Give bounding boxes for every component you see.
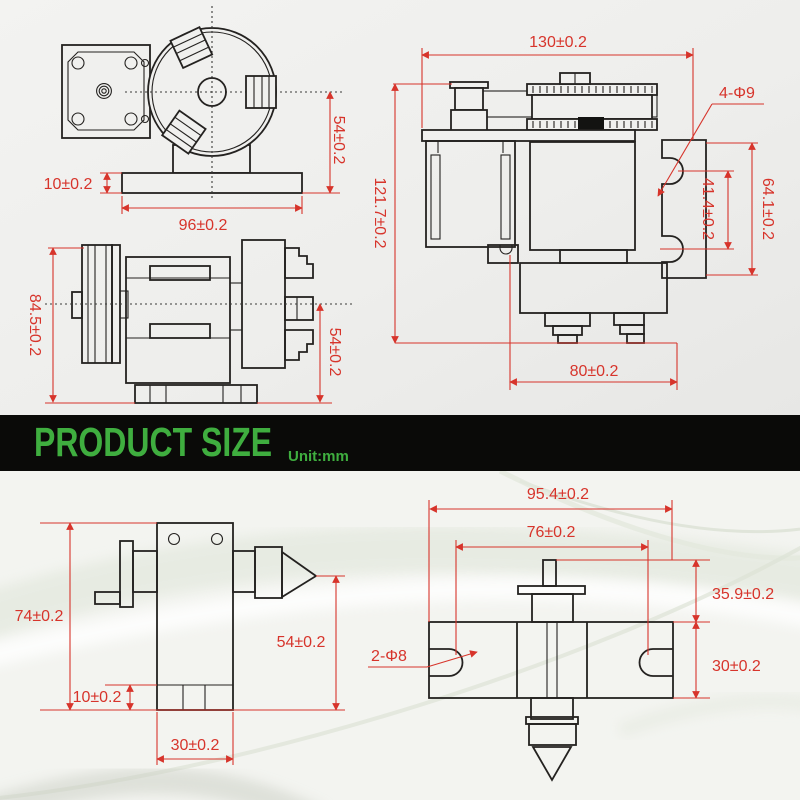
dim-top-mount-holes: 4-Φ9 [719,85,755,102]
dim-side-center-height: 54±0.2 [326,328,343,377]
dim-front-base-width: 96±0.2 [179,217,228,234]
dim-top-flange-height: 64.1±0.2 [759,178,776,240]
banner-title: PRODUCT SIZE [34,419,273,465]
dim-tailstock-base-thickness: 10±0.2 [73,689,122,706]
rotary-axis-drawings: 54±0.2 10±0.2 96±0.2 [0,0,800,416]
dim-tailstock-top-mount-holes: 2-Φ8 [371,648,407,665]
banner-unit-label: Unit:mm [288,448,349,465]
dim-top-body-width: 80±0.2 [570,363,619,380]
top-view-drawing: 130±0.2 121.7±0.2 4-Φ9 41.4±0.2 64.1±0.2… [371,34,776,390]
dim-tailstock-overall-height: 74±0.2 [15,608,64,625]
tailstock-drawings: 74±0.2 10±0.2 54±0.2 30±0.2 [0,471,800,800]
tailstock-top-view-drawing: 95.4±0.2 76±0.2 35.9±0.2 30±0.2 2-Φ8 [368,486,774,782]
dim-top-slot-spacing: 41.4±0.2 [699,178,716,240]
dim-front-base-thickness: 10±0.2 [44,176,93,193]
side-view-drawing: 84.5±0.2 54±0.2 [26,239,355,404]
dim-front-center-height: 54±0.2 [330,116,347,165]
dim-tailstock-top-overall-width: 95.4±0.2 [527,486,589,503]
dim-tailstock-top-upper-depth: 35.9±0.2 [712,586,774,603]
dim-top-overall-height: 121.7±0.2 [371,177,388,248]
dim-tailstock-top-base-depth: 30±0.2 [712,658,761,675]
dim-tailstock-center-height: 54±0.2 [277,634,326,651]
dim-side-overall-height: 84.5±0.2 [26,294,43,356]
section-banner: PRODUCT SIZE Unit:mm [0,415,800,471]
dim-tailstock-top-slot-spacing: 76±0.2 [527,524,576,541]
tailstock-side-view-drawing: 74±0.2 10±0.2 54±0.2 30±0.2 [15,522,345,765]
front-view-drawing: 54±0.2 10±0.2 96±0.2 [44,6,347,234]
dim-tailstock-base-width: 30±0.2 [171,737,220,754]
dim-top-overall-width: 130±0.2 [529,34,587,51]
